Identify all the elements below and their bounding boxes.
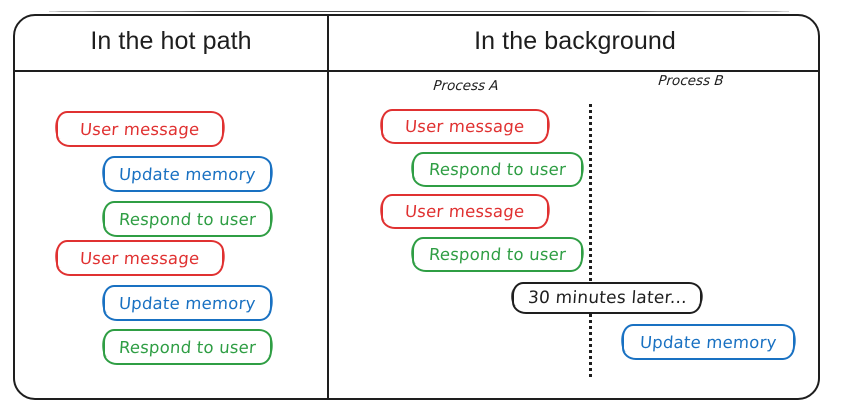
step-box-update-memory: Update memory bbox=[102, 156, 273, 192]
step-box-respond-to-user: Respond to user bbox=[102, 329, 273, 365]
step-label: Update memory bbox=[639, 332, 778, 352]
step-box-update-memory: Update memory bbox=[621, 324, 796, 360]
panel-title-background: In the background bbox=[474, 27, 676, 55]
lane-label-process-a: Process A bbox=[432, 78, 500, 94]
step-label: User message bbox=[79, 248, 201, 268]
step-label: Respond to user bbox=[118, 337, 257, 357]
step-box-user-message: User message bbox=[380, 109, 550, 144]
panel-title-hot-path: In the hot path bbox=[90, 27, 252, 55]
step-box-user-message: User message bbox=[55, 240, 225, 276]
step-label: Respond to user bbox=[118, 209, 257, 229]
step-box-time-delay: 30 minutes later... bbox=[511, 282, 703, 314]
step-label: Respond to user bbox=[428, 160, 567, 179]
step-box-respond-to-user: Respond to user bbox=[102, 201, 273, 237]
step-box-user-message: User message bbox=[380, 194, 550, 229]
lane-divider-dotted-line bbox=[589, 104, 592, 377]
step-label: User message bbox=[404, 117, 526, 136]
step-box-respond-to-user: Respond to user bbox=[411, 152, 584, 187]
step-box-user-message: User message bbox=[55, 111, 225, 147]
step-label: Respond to user bbox=[428, 245, 567, 264]
step-label: User message bbox=[404, 202, 526, 221]
step-label: Update memory bbox=[118, 164, 257, 184]
step-box-respond-to-user: Respond to user bbox=[411, 237, 584, 272]
header-divider bbox=[14, 70, 819, 72]
panel-divider bbox=[327, 16, 329, 399]
step-label: 30 minutes later... bbox=[526, 288, 688, 308]
step-label: User message bbox=[79, 119, 201, 139]
lane-label-process-b: Process B bbox=[657, 73, 725, 89]
step-box-update-memory: Update memory bbox=[102, 285, 273, 321]
step-label: Update memory bbox=[118, 293, 257, 313]
